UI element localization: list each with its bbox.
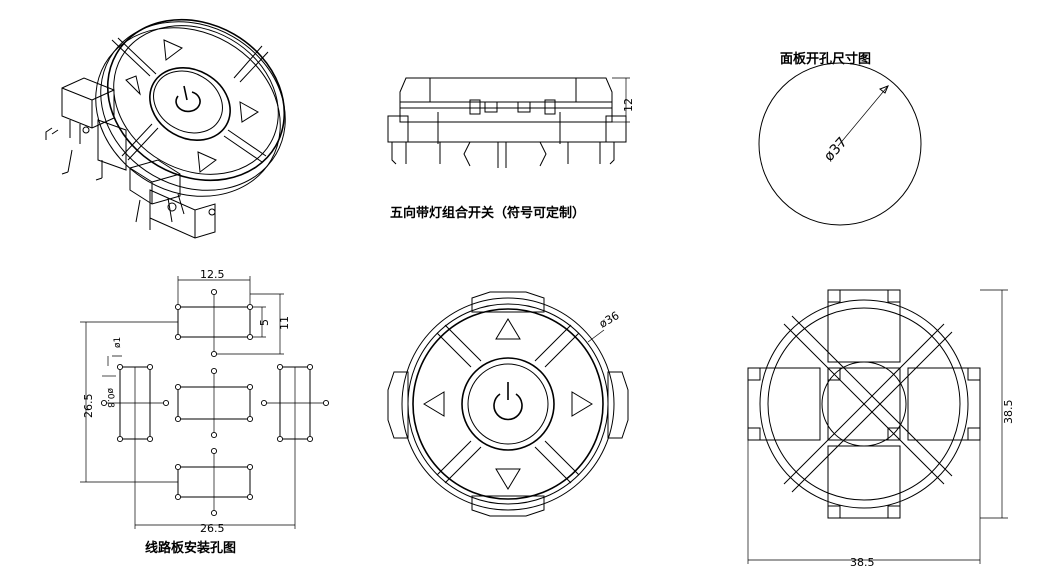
dim-side-height: 12 — [622, 98, 635, 112]
triangle-left-icon — [125, 75, 141, 96]
rear-tabs — [747, 289, 981, 519]
dim-top-width: 12.5 — [200, 268, 225, 281]
front-view: ø36 — [387, 291, 629, 517]
dim-bottom-width: 26.5 — [200, 522, 225, 535]
power-icon — [493, 382, 523, 421]
dim-tall-height: 11 — [278, 316, 291, 330]
caption-pcb-holes: 线路板安装孔图 — [145, 540, 236, 556]
dim-pin-small: ø1 — [113, 337, 123, 348]
triangle-up-icon — [495, 318, 521, 340]
connector-blocks — [45, 77, 216, 239]
triangle-down-icon — [495, 468, 521, 490]
triangle-right-icon — [571, 391, 593, 417]
dim-small-height: 5 — [258, 319, 271, 326]
dim-pin-large: ø0.8 — [105, 388, 115, 408]
dim-rear-width: 38.5 — [850, 556, 875, 569]
panel-cutout-view: 面板开孔尺寸图 ø37 — [758, 51, 922, 226]
dim-left-height: 26.5 — [82, 394, 95, 419]
triangle-right-icon — [239, 101, 259, 123]
triangle-down-icon — [197, 151, 217, 173]
pcb-hole-view: 12.5 5 11 26.5 26.5 — [80, 268, 330, 556]
dim-panel-diameter: ø37 — [821, 134, 851, 164]
dim-rear-height: 38.5 — [1002, 400, 1015, 425]
dim-front-diameter: ø36 — [597, 309, 621, 331]
side-view: 12 五向带灯组合开关（符号可定制） — [387, 77, 635, 221]
triangle-left-icon — [423, 391, 445, 417]
triangle-up-icon — [163, 39, 183, 61]
power-icon — [175, 85, 201, 113]
rear-view: 38.5 38.5 — [747, 289, 1015, 569]
isometric-view — [45, 18, 286, 239]
caption-side-view: 五向带灯组合开关（符号可定制） — [390, 205, 585, 221]
